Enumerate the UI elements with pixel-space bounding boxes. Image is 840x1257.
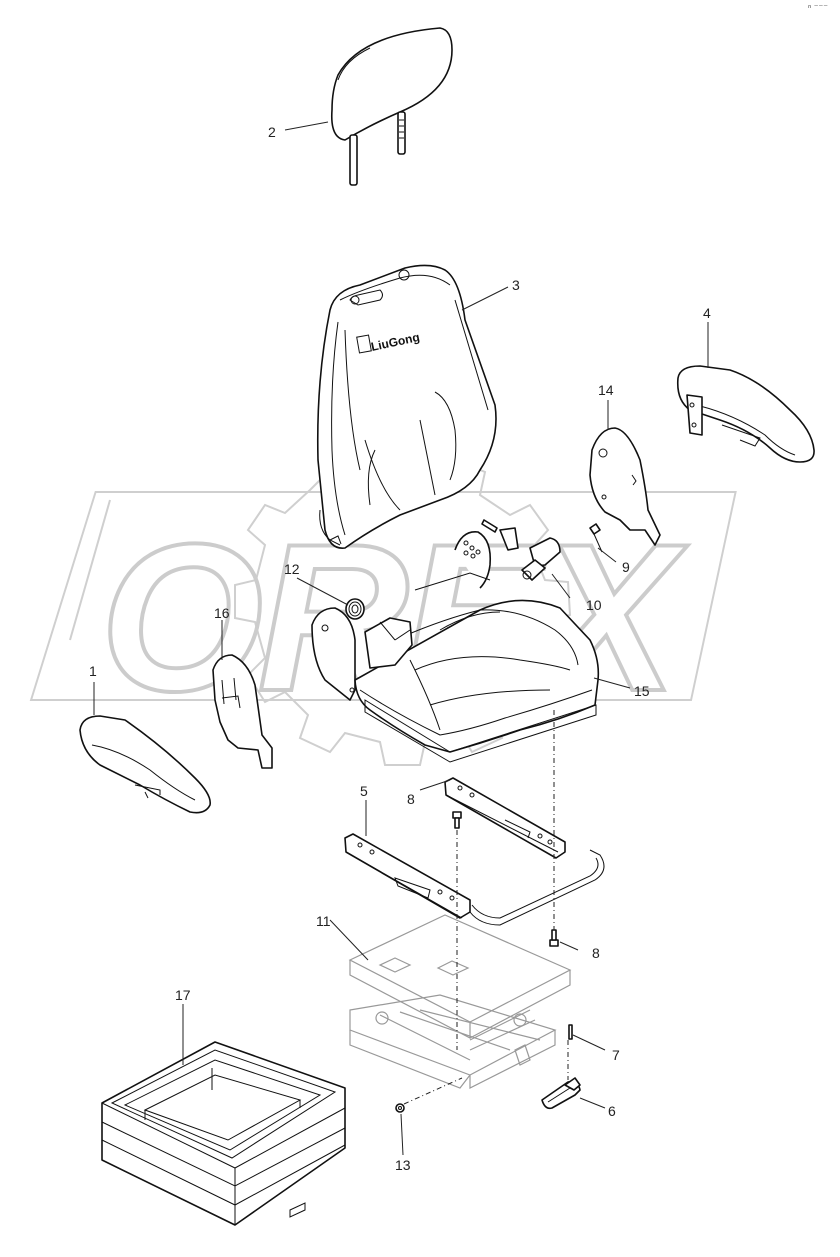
- callout-17: 17: [175, 987, 191, 1003]
- suspension-part-11: [348, 914, 572, 1089]
- callout-8-upper: 8: [407, 791, 415, 807]
- spring-part-12: [345, 598, 365, 620]
- callout-1: 1: [89, 663, 97, 679]
- headrest-part-2: [330, 27, 453, 186]
- callout-14: 14: [598, 382, 614, 398]
- callout-11: 11: [316, 913, 331, 929]
- header-mark: ⁿ ⁻⁻⁻: [808, 2, 828, 12]
- assembly-lines: [403, 710, 569, 1105]
- callout-15: 15: [634, 683, 650, 699]
- seat-cushion-part-15: [311, 531, 600, 763]
- side-cover-right-part-14: [589, 427, 661, 546]
- callout-7: 7: [612, 1047, 620, 1063]
- armrest-left-part-1: [79, 715, 212, 814]
- callout-12: 12: [284, 561, 300, 577]
- nut-part-13: [395, 1103, 405, 1113]
- side-cover-left-part-16: [212, 654, 273, 769]
- callout-labels: 1 2 3 4 5 6 7 8 8 9 10 11 12 13 14 15 16…: [89, 124, 711, 1173]
- backrest-part-3: LiuGong: [316, 264, 497, 549]
- lever-handle-part-6: [541, 1077, 581, 1110]
- callout-13: 13: [395, 1157, 411, 1173]
- slide-rails-part-5: [344, 777, 605, 926]
- callout-8-lower: 8: [592, 945, 600, 961]
- belt-buckle-part-10: [481, 519, 561, 581]
- pin-part-7: [568, 1024, 573, 1040]
- callout-3: 3: [512, 277, 520, 293]
- armrest-right-part-4: [676, 365, 815, 463]
- screw-part-9: [589, 523, 603, 553]
- callout-6: 6: [608, 1103, 616, 1119]
- leader-lines: [93, 121, 709, 1156]
- seat-box-part-17: [101, 1041, 346, 1226]
- callout-10: 10: [586, 597, 602, 613]
- callout-16: 16: [214, 605, 230, 621]
- callout-9: 9: [622, 559, 630, 575]
- bolt-part-8-lower: [549, 929, 559, 947]
- callout-2: 2: [268, 124, 276, 140]
- callout-4: 4: [703, 305, 711, 321]
- bolt-part-8-upper: [452, 811, 462, 829]
- callout-5: 5: [360, 783, 368, 799]
